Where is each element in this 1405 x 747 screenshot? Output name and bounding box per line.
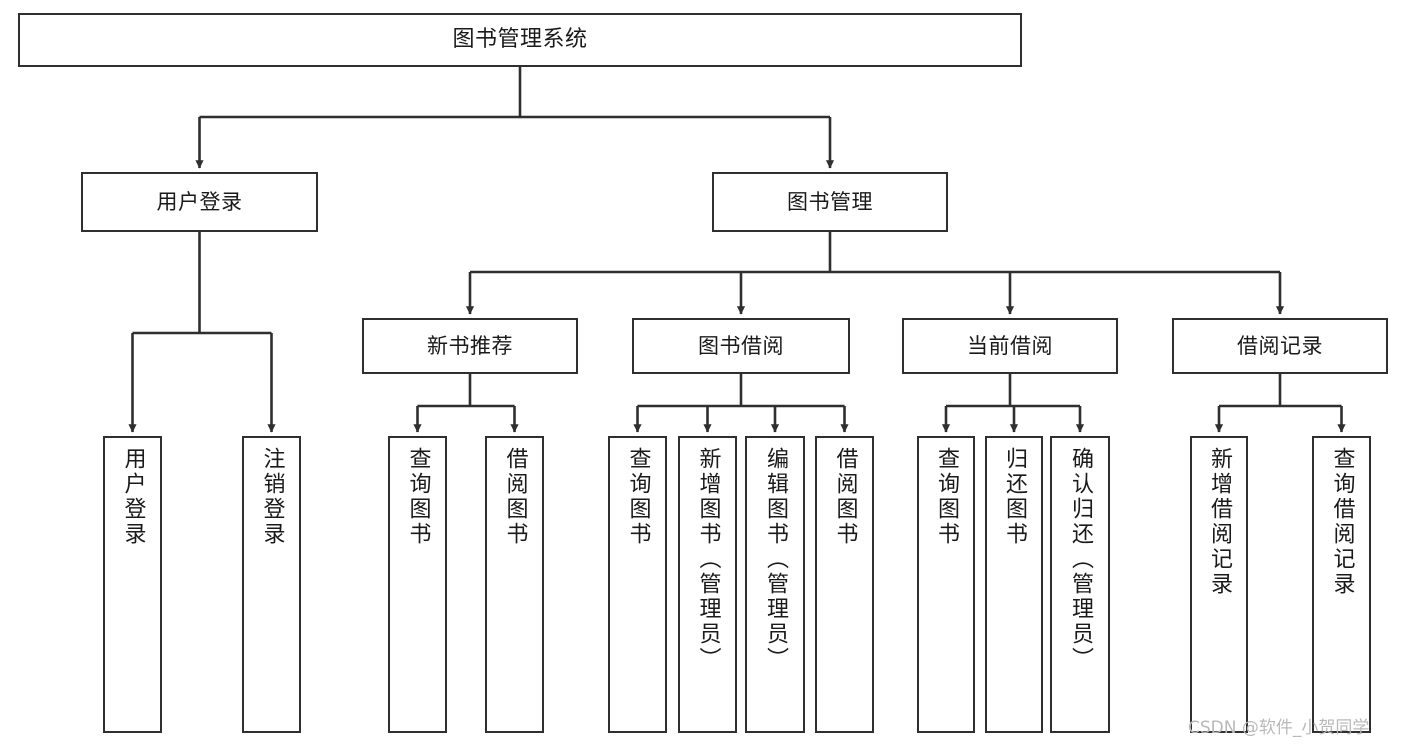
node-leaf-borrow-book-rec-label: 借阅图书: [502, 447, 528, 547]
csdn-watermark: CSDN @软件_小贺同学: [1188, 718, 1370, 738]
node-book-borrow[interactable]: 图书借阅: [632, 318, 850, 374]
node-leaf-add-book[interactable]: 新增图书（管理员）: [678, 436, 737, 733]
node-leaf-return-book-label: 归还图书: [1001, 447, 1027, 547]
node-book-manage-label: 图书管理: [787, 189, 873, 214]
node-leaf-confirm-return[interactable]: 确认归还（管理员）: [1050, 436, 1110, 733]
node-leaf-borrow-book[interactable]: 借阅图书: [815, 436, 874, 733]
node-new-book-rec-label: 新书推荐: [427, 333, 513, 358]
node-user-login-label: 用户登录: [156, 189, 243, 214]
node-leaf-confirm-return-label: 确认归还（管理员）: [1067, 447, 1093, 672]
node-leaf-user-logout-label: 注销登录: [259, 447, 285, 547]
node-leaf-query-current-label: 查询图书: [933, 447, 959, 547]
node-borrow-record[interactable]: 借阅记录: [1172, 318, 1388, 374]
node-user-login[interactable]: 用户登录: [81, 172, 318, 232]
node-leaf-return-book[interactable]: 归还图书: [985, 436, 1043, 733]
node-leaf-user-login[interactable]: 用户登录: [103, 436, 162, 733]
node-leaf-user-login-label: 用户登录: [120, 447, 146, 547]
node-leaf-query-book-rec-label: 查询图书: [405, 447, 431, 547]
node-root-label: 图书管理系统: [452, 27, 588, 53]
node-leaf-add-record[interactable]: 新增借阅记录: [1190, 436, 1248, 733]
node-new-book-rec[interactable]: 新书推荐: [362, 318, 578, 374]
node-book-manage[interactable]: 图书管理: [712, 172, 948, 232]
node-leaf-user-logout[interactable]: 注销登录: [242, 436, 301, 733]
node-leaf-query-current[interactable]: 查询图书: [917, 436, 975, 733]
node-leaf-query-record-label: 查询借阅记录: [1329, 447, 1355, 597]
node-current-borrow[interactable]: 当前借阅: [902, 318, 1118, 374]
node-leaf-query-record[interactable]: 查询借阅记录: [1312, 436, 1371, 733]
node-borrow-record-label: 借阅记录: [1237, 333, 1323, 358]
node-current-borrow-label: 当前借阅: [967, 333, 1053, 358]
node-leaf-query-book-label: 查询图书: [625, 447, 651, 547]
node-book-borrow-label: 图书借阅: [698, 333, 784, 358]
node-leaf-add-book-label: 新增图书（管理员）: [695, 447, 721, 672]
node-leaf-add-record-label: 新增借阅记录: [1206, 447, 1232, 597]
node-leaf-edit-book[interactable]: 编辑图书（管理员）: [745, 436, 805, 733]
node-leaf-query-book-rec[interactable]: 查询图书: [388, 436, 447, 733]
node-leaf-edit-book-label: 编辑图书（管理员）: [762, 447, 788, 672]
node-root[interactable]: 图书管理系统: [18, 13, 1022, 67]
node-leaf-borrow-book-rec[interactable]: 借阅图书: [485, 436, 544, 733]
node-leaf-borrow-book-label: 借阅图书: [832, 447, 858, 547]
node-leaf-query-book[interactable]: 查询图书: [608, 436, 667, 733]
